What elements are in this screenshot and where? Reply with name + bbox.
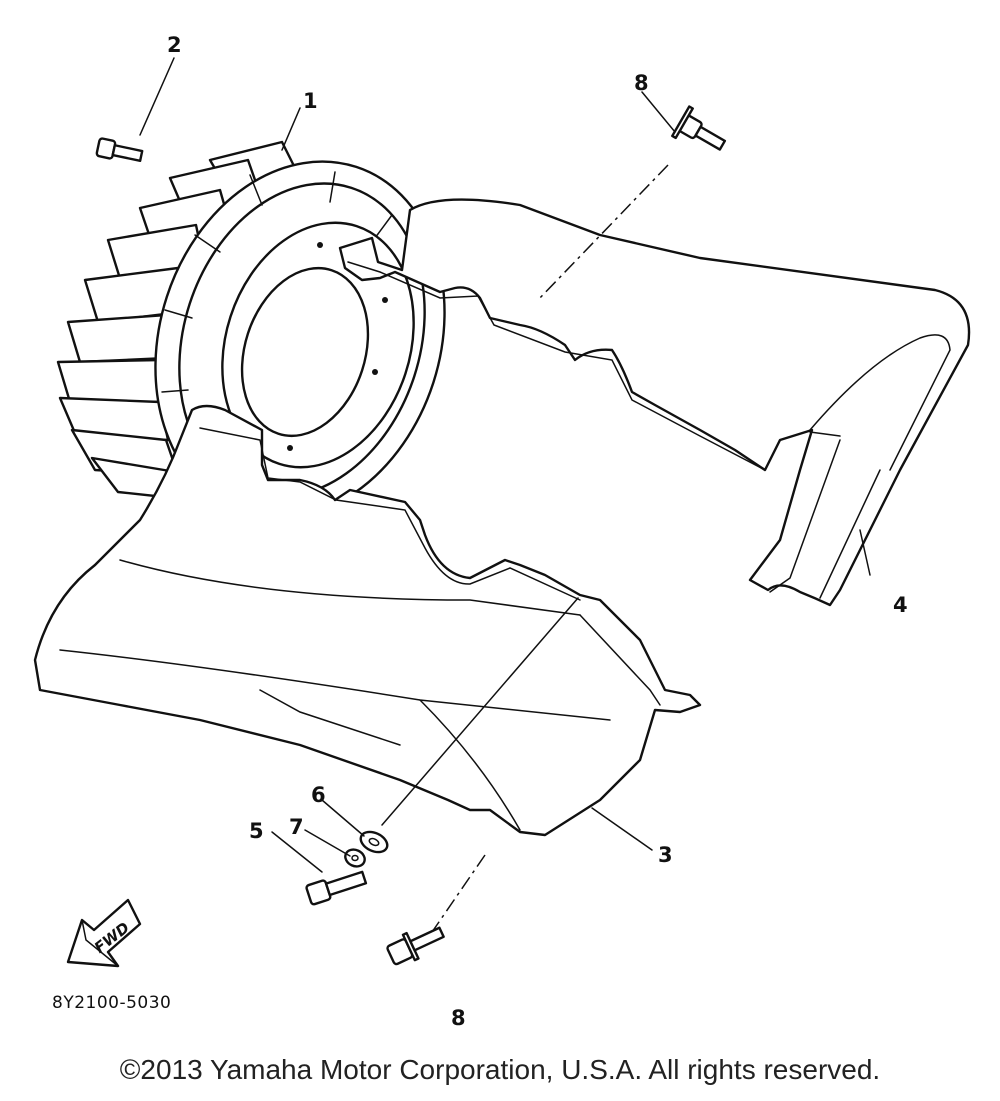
washer-part-7 [344, 848, 366, 868]
bolt-part-8-top [537, 105, 727, 301]
upper-air-shroud-part [338, 198, 971, 607]
callout-part-7: 7 [289, 815, 304, 839]
bolt-part-8-bottom [386, 854, 486, 966]
callout-part-6: 6 [311, 783, 326, 807]
diagram-code: 8Y2100-5030 [52, 993, 171, 1013]
callout-part-1: 1 [303, 89, 318, 113]
callout-part-4: 4 [893, 593, 908, 617]
callout-part-2: 2 [167, 33, 182, 57]
leader-lines [139, 57, 871, 873]
washer-part-6 [359, 830, 389, 854]
callout-part-5: 5 [249, 819, 264, 843]
fan-fins [56, 140, 302, 502]
callout-part-3: 3 [658, 843, 673, 867]
exploded-parts-diagram: 1 2 3 4 5 6 7 8 8 FWD 8Y2100-5030 [33, 33, 971, 1030]
callout-part-8-bottom: 8 [451, 1006, 466, 1030]
forward-direction-arrow: FWD [66, 898, 142, 968]
bolt-part-2 [95, 137, 144, 163]
bolt-part-5 [305, 597, 579, 906]
callout-part-8-top: 8 [634, 71, 649, 95]
copyright-notice: ©2013 Yamaha Motor Corporation, U.S.A. A… [119, 1054, 881, 1085]
lower-air-shroud-part [33, 404, 702, 837]
